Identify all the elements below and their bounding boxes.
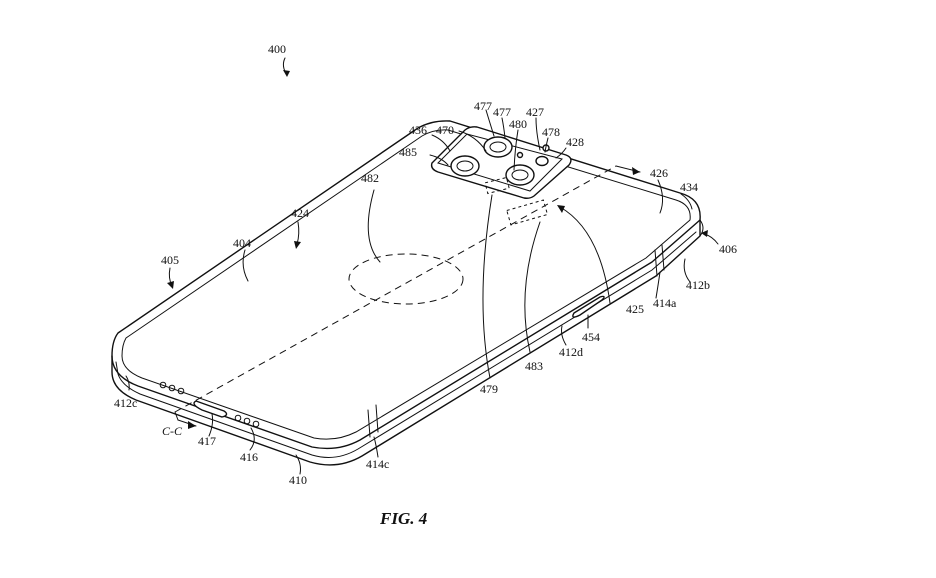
label-416: 416 xyxy=(240,450,258,464)
label-400: 400 xyxy=(268,42,286,56)
charging-coil xyxy=(348,253,464,305)
band-splits xyxy=(367,244,665,438)
label-478: 478 xyxy=(542,125,560,139)
label-477a: 477 xyxy=(474,99,492,113)
bottom-port-area xyxy=(159,381,260,428)
label-477b: 477 xyxy=(493,105,511,119)
label-427: 427 xyxy=(526,105,544,119)
label-480: 480 xyxy=(509,117,527,131)
label-428: 428 xyxy=(566,135,584,149)
label-405: 405 xyxy=(161,253,179,267)
figure-caption: FIG. 4 xyxy=(379,509,427,528)
label-412d: 412d xyxy=(559,345,583,359)
component-483 xyxy=(506,199,549,226)
label-417: 417 xyxy=(198,434,216,448)
label-485: 485 xyxy=(399,145,417,159)
label-426: 426 xyxy=(650,166,668,180)
label-424: 424 xyxy=(291,206,309,220)
label-425: 425 xyxy=(626,302,644,316)
label-470: 470 xyxy=(436,123,454,137)
camera-module xyxy=(430,126,572,199)
section-label-cc: C-C xyxy=(162,424,183,438)
label-436: 436 xyxy=(409,123,427,137)
reference-labels: 400 477 477 427 436 470 480 478 428 485 … xyxy=(114,42,737,487)
side-button xyxy=(572,295,605,318)
label-414c: 414c xyxy=(366,457,389,471)
label-479: 479 xyxy=(480,382,498,396)
label-410: 410 xyxy=(289,473,307,487)
label-406: 406 xyxy=(719,242,737,256)
label-412c: 412c xyxy=(114,396,137,410)
device-outline xyxy=(111,120,704,466)
label-483: 483 xyxy=(525,359,543,373)
label-412b: 412b xyxy=(686,278,710,292)
leader-lines xyxy=(125,57,719,475)
label-404: 404 xyxy=(233,236,251,250)
internal-features xyxy=(174,165,641,429)
label-434: 434 xyxy=(680,180,698,194)
label-414a: 414a xyxy=(653,296,677,310)
label-454: 454 xyxy=(582,330,600,344)
label-482: 482 xyxy=(361,171,379,185)
